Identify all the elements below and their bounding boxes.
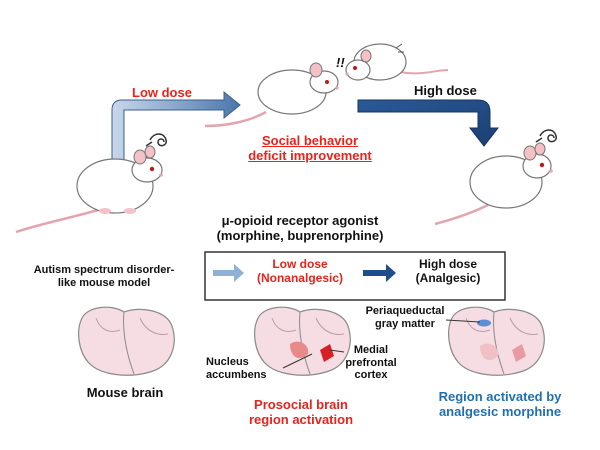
nucleus-accumbens-line2: accumbens bbox=[206, 368, 267, 381]
low-dose-top-label: Low dose bbox=[132, 85, 192, 100]
mouse-model-line2: like mouse model bbox=[57, 276, 151, 289]
box-low-dose-label: Low dose (Nonanalgesic) bbox=[244, 257, 356, 286]
pag-region bbox=[477, 319, 491, 327]
mouse-pair-icon bbox=[204, 43, 449, 128]
social-behavior-line2: deficit improvement bbox=[248, 147, 372, 163]
mouse-left-icon bbox=[15, 133, 167, 234]
brain-plain-icon bbox=[78, 306, 175, 376]
box-high-arrow bbox=[363, 264, 396, 282]
low-dose-arrow bbox=[111, 90, 241, 163]
mouse-model-label: Autism spectrum disorder- like mouse mod… bbox=[14, 264, 194, 289]
dose-box bbox=[204, 251, 506, 301]
agonist-label: μ-opioid receptor agonist (morphine, bup… bbox=[190, 213, 410, 244]
prosocial-line1: Prosocial brain bbox=[254, 397, 348, 412]
agonist-line1: μ-opioid receptor agonist bbox=[221, 213, 379, 228]
brain-analgesic-icon bbox=[445, 306, 545, 376]
prosocial-label: Prosocial brain region activation bbox=[226, 397, 376, 428]
prosocial-line2: region activation bbox=[248, 411, 354, 427]
brain-prosocial-icon bbox=[254, 306, 351, 376]
nucleus-accumbens-label: Nucleus accumbens bbox=[206, 356, 267, 381]
medial-prefrontal-label: Medial prefrontal cortex bbox=[340, 344, 402, 382]
exclamation-label: !! bbox=[336, 55, 345, 70]
periaqueductal-label: Periaqueductal gray matter bbox=[360, 305, 450, 330]
nucleus-accumbens-line1: Nucleus bbox=[206, 356, 249, 368]
medial-prefrontal-line3: cortex bbox=[354, 369, 388, 382]
nucleus-accumbens-region bbox=[290, 341, 309, 359]
region-activated-label: Region activated by analgesic morphine bbox=[410, 389, 590, 420]
region-activated-line2: analgesic morphine bbox=[438, 403, 562, 419]
box-low-arrow bbox=[213, 264, 244, 282]
social-behavior-line1: Social behavior bbox=[261, 133, 359, 148]
periaqueductal-line1: Periaqueductal bbox=[365, 305, 445, 317]
box-high-dose-label: High dose (Analgesic) bbox=[398, 257, 498, 286]
region-activated-line1: Region activated by bbox=[438, 389, 562, 404]
box-low-dose-line2: (Nonanalgesic) bbox=[256, 270, 343, 285]
social-behavior-label: Social behavior deficit improvement bbox=[228, 133, 392, 164]
mouse-right-icon bbox=[434, 129, 557, 226]
periaqueductal-line2: gray matter bbox=[375, 317, 435, 330]
medial-prefrontal-region bbox=[320, 344, 334, 362]
medial-prefrontal-line2: prefrontal bbox=[345, 356, 397, 369]
box-low-dose-line1: Low dose bbox=[272, 257, 328, 271]
box-high-dose-line1: High dose bbox=[418, 257, 477, 271]
mouse-model-line1: Autism spectrum disorder- bbox=[33, 264, 175, 276]
medial-prefrontal-line1: Medial bbox=[353, 344, 389, 356]
high-dose-arrow bbox=[357, 99, 500, 147]
high-dose-top-label: High dose bbox=[414, 83, 477, 98]
box-high-dose-line2: (Analgesic) bbox=[415, 270, 481, 285]
mouse-brain-label: Mouse brain bbox=[86, 385, 164, 400]
agonist-line2: (morphine, buprenorphine) bbox=[216, 227, 384, 243]
